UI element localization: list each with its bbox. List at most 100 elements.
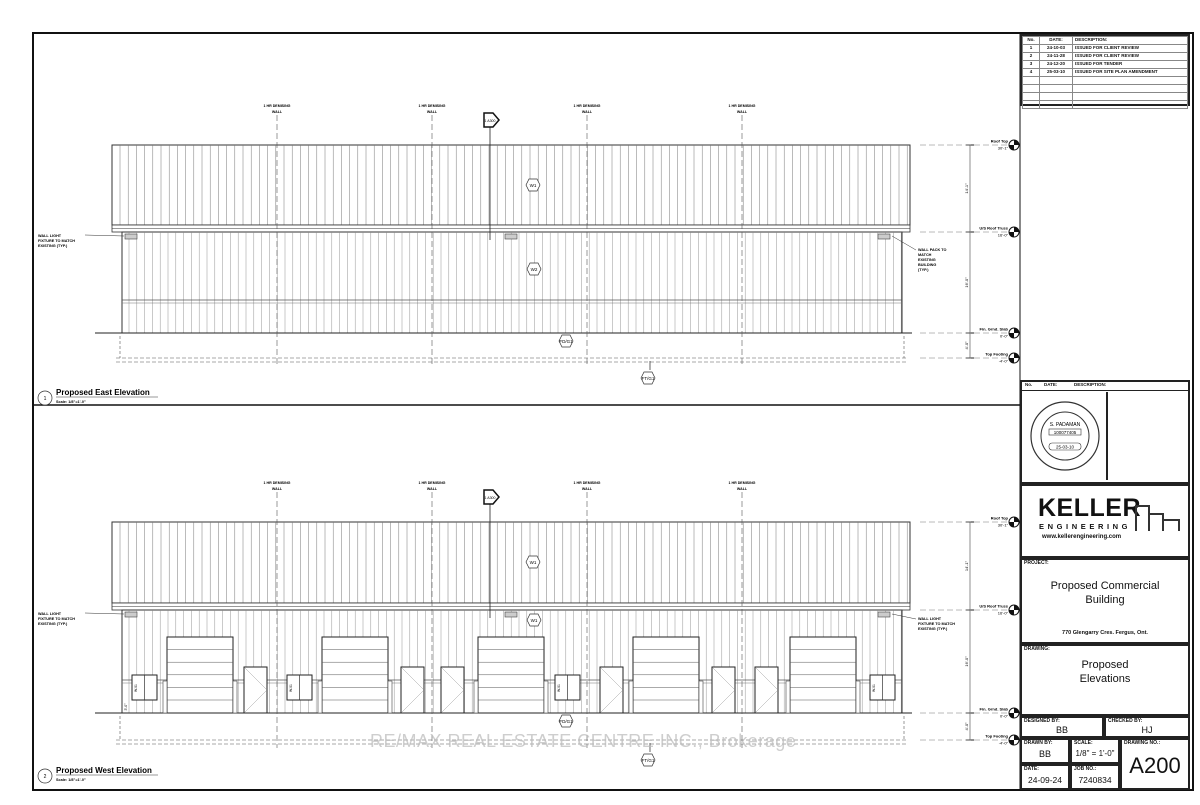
man-door — [400, 666, 425, 714]
drawing-line — [891, 235, 917, 251]
level-marker-fill — [1009, 353, 1019, 363]
revision-cell — [1039, 100, 1073, 109]
material-tag — [526, 613, 542, 627]
job-number-field: JOB No.: 7240834 — [1070, 764, 1120, 790]
wall-pack-note: EXISTING — [918, 258, 936, 262]
material-tag — [526, 262, 542, 276]
roof-fascia — [111, 144, 911, 226]
revision-row — [1022, 76, 1188, 85]
material-tag-label: FD/G1 — [559, 719, 573, 724]
section-marker-icon — [483, 489, 500, 505]
material-tag-label: W1 — [530, 560, 537, 565]
man-door — [243, 666, 268, 714]
level-value: 0'-0" — [1000, 334, 1009, 339]
revision-cell — [1022, 92, 1040, 101]
view-number-bubble — [37, 768, 53, 784]
revision-cell: 2 — [1022, 52, 1040, 61]
revision-cell: 24-12-20 — [1039, 60, 1073, 69]
wall-pack-note: MATCH — [918, 253, 932, 257]
man-door — [440, 666, 465, 714]
wall-light-note: WALL LIGHT — [38, 234, 62, 238]
bollard — [785, 680, 791, 714]
level-marker-fill — [1009, 328, 1019, 338]
project-title: Proposed Commercial — [1050, 580, 1160, 592]
drawing-line — [599, 689, 624, 714]
designed-by-field: DESIGNED BY: BB — [1020, 716, 1104, 738]
wall-light-note: EXISTING (TYP.) — [38, 622, 68, 626]
bollard — [698, 680, 704, 714]
revision-cell — [1039, 84, 1073, 93]
revision-cell: 25-03-10 — [1039, 68, 1073, 77]
watermark: RE/MAX REAL ESTATE CENTRE INC., Brokerag… — [370, 731, 797, 751]
dimension-label: 4'-0" — [964, 341, 969, 350]
level-value: 16'-0" — [998, 611, 1009, 616]
demising-wall-label-line2: WALL — [427, 487, 438, 491]
man-door — [599, 666, 624, 714]
revision-cell — [1039, 92, 1073, 101]
bollard — [628, 680, 634, 714]
company-name: KELLER — [1038, 494, 1141, 522]
window-tag: W-01 — [557, 684, 561, 692]
revision-cell: ISSUED FOR TENDER — [1072, 60, 1188, 69]
drawing-title-block: DRAWING: Proposed Elevations — [1020, 644, 1190, 716]
project-title-line2: Building — [1085, 594, 1125, 606]
material-tag — [640, 753, 656, 767]
demising-wall-label: 1 HR DEMISING — [729, 104, 756, 108]
window-tag: W-01 — [134, 684, 138, 692]
level-value: 16'-0" — [998, 233, 1009, 238]
material-tag-label: W2 — [531, 267, 538, 272]
level-value: 30'-1" — [998, 146, 1009, 151]
wall-pack-note: (TYP.) — [918, 268, 929, 272]
company-logo-block: KELLER ENGINEERING www.kellerengineering… — [1020, 484, 1190, 558]
wall-pack-note: BUILDING — [918, 263, 936, 267]
wall-light-fixture — [124, 611, 138, 618]
level-name: Top Footing — [985, 734, 1008, 739]
revision-cell: ISSUED FOR SITE PLAN AMENDMENT — [1072, 68, 1188, 77]
level-name: Top Footing — [985, 352, 1008, 357]
drawn-by-field: DRAWN BY: BB — [1020, 738, 1070, 764]
drawing-label: DRAWING: — [1024, 646, 1050, 652]
revision-cell: DESCRIPTION: — [1072, 36, 1188, 45]
material-tag-label: FT/G1 — [642, 758, 655, 763]
wall-light-fixture — [504, 233, 518, 240]
roof-fascia — [111, 521, 911, 604]
wall-light-note-right: FIXTURE TO MATCH — [918, 622, 955, 626]
seal-date: 25-03-10 — [1056, 445, 1075, 450]
level-name: Fin. Grnd. Slab — [980, 707, 1009, 712]
date-field: DATE: 24-09-24 — [1020, 764, 1070, 790]
level-name: Fin. Grnd. Slab — [980, 327, 1009, 332]
revision-cell — [1022, 84, 1040, 93]
man-door — [711, 666, 736, 714]
view-number: 1 — [44, 396, 47, 402]
view-title: Proposed West Elevation — [56, 766, 152, 775]
company-website: www.kellerengineering.com — [1042, 534, 1122, 540]
section-tag: 1 A300 — [485, 496, 496, 500]
demising-wall-label-line2: WALL — [737, 110, 748, 114]
bollard — [162, 680, 168, 714]
revision-header: No.DATE:DESCRIPTION: — [1022, 36, 1188, 45]
seal-revision-header: No. DATE: DESCRIPTION: — [1022, 382, 1188, 391]
wall-cladding — [121, 231, 903, 334]
company-sub: ENGINEERING — [1039, 522, 1132, 531]
project-label: PROJECT: — [1024, 560, 1049, 566]
revision-cell: No. — [1022, 36, 1040, 45]
wall-light-fixture — [504, 611, 518, 618]
wall-light-fixture — [877, 233, 891, 240]
view-number-bubble — [37, 390, 53, 406]
view-number: 2 — [44, 774, 47, 780]
window-tag: W-01 — [872, 684, 876, 692]
level-marker-fill — [1009, 517, 1019, 527]
bollard — [317, 680, 323, 714]
seal-block: No. DATE: DESCRIPTION: S. PADAMAN 100077… — [1020, 380, 1190, 484]
wall-light-note-right: EXISTING (TYP.) — [918, 627, 948, 631]
drawing-line — [599, 666, 624, 691]
wall-light-fixture — [124, 233, 138, 240]
section-marker-icon — [483, 112, 500, 128]
level-marker-fill — [1009, 708, 1019, 718]
material-tag-label: W1 — [531, 618, 538, 623]
section-tag: 1 A300 — [485, 119, 496, 123]
level-value: -4'-0" — [999, 741, 1009, 746]
revision-cell: ISSUED FOR CLIENT REVIEW — [1072, 44, 1188, 53]
